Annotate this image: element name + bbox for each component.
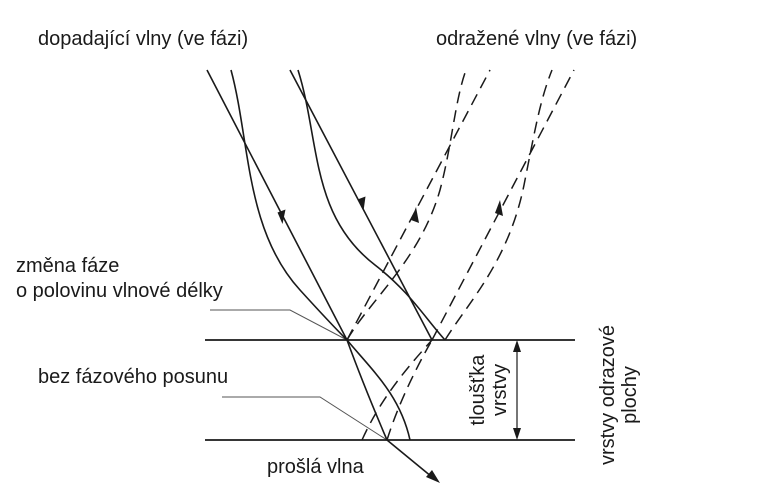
reflected-wave-1	[346, 69, 467, 341]
incident-wave-1	[230, 69, 348, 341]
refracted-wave	[346, 339, 411, 441]
lower-reflected-wave	[361, 339, 433, 441]
reflected-ray-2	[431, 69, 575, 341]
incident-ray-1-arrowhead	[277, 209, 286, 224]
thickness-label: tloušťka vrstvy	[467, 354, 511, 426]
thickness-label-line1: tloušťka	[467, 354, 489, 426]
reflected-ray-2-arrowhead	[495, 200, 503, 216]
reflected-ray-1-arrowhead	[411, 207, 419, 223]
incident-waves-label: dopadající vlny (ve fázi)	[38, 28, 248, 50]
thickness-arrowhead-bottom	[513, 428, 521, 440]
reflected-ray-1	[346, 69, 491, 341]
phase-change-label-line1: změna fáze	[16, 255, 119, 277]
thickness-label-line2: vrstvy	[489, 364, 511, 416]
transmitted-ray-arrowhead	[426, 470, 440, 483]
refracted-ray	[346, 339, 388, 441]
lower-reflected-ray	[386, 339, 433, 441]
incident-ray-1	[206, 69, 348, 341]
thickness-arrowhead-top	[513, 340, 521, 352]
no-phase-shift-label: bez fázového posunu	[38, 366, 228, 388]
incident-wave-2	[297, 69, 446, 341]
reflecting-layers-label-line1: vrstvy odrazové	[597, 325, 619, 465]
reflecting-layers-label: vrstvy odrazové plochy	[597, 325, 641, 465]
phase-change-label-line2: o polovinu vlnové délky	[16, 280, 223, 302]
reflecting-layers-label-line2: plochy	[619, 366, 641, 424]
reflected-waves-label: odražené vlny (ve fázi)	[436, 28, 637, 50]
transmitted-wave-label: prošlá vlna	[267, 456, 365, 478]
no-shift-leader-line	[222, 396, 388, 441]
incident-ray-2-arrowhead	[357, 196, 366, 211]
reflected-wave-2	[444, 69, 553, 341]
phase-change-leader-line	[210, 309, 348, 341]
transmitted-ray	[386, 439, 433, 478]
